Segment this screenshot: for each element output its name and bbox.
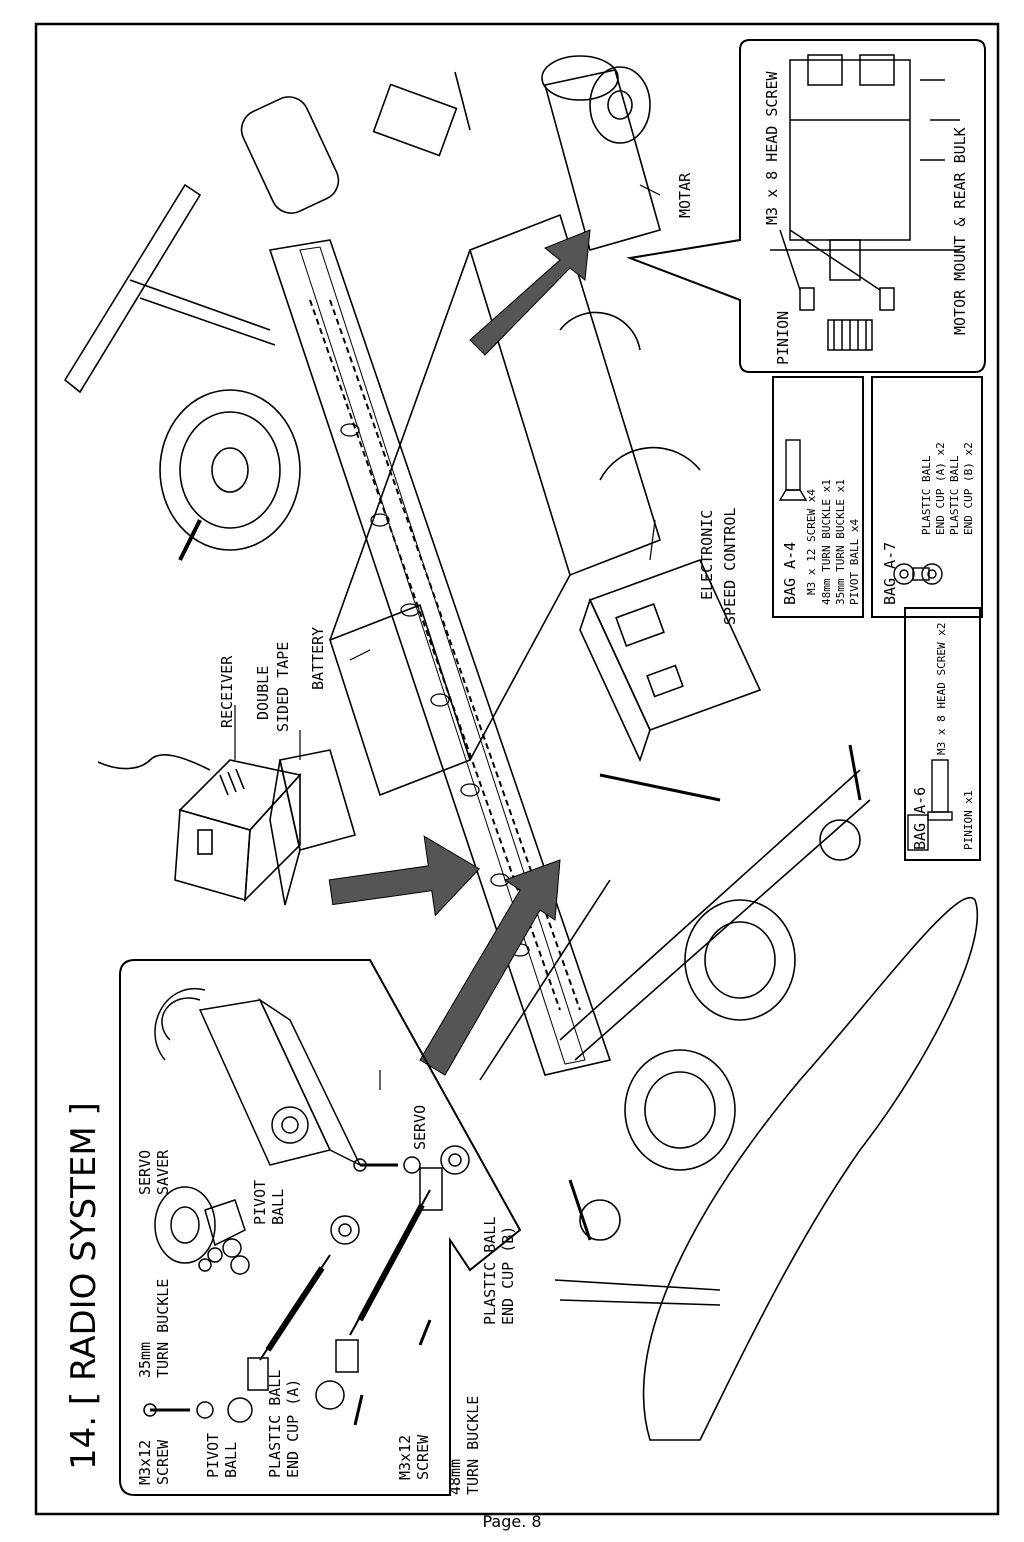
- label-sided-tape: SIDED TAPE: [274, 642, 292, 732]
- chassis-illustration: [63, 55, 979, 1441]
- label-motor-screw: M3 x 8 HEAD SCREW: [763, 71, 781, 225]
- label-receiver: RECEIVER: [218, 655, 236, 728]
- label-pivot-ball-right-1: PIVOT: [251, 1180, 269, 1225]
- install-arrows: [328, 229, 591, 1076]
- bag-a6-line-2: PINION x1: [962, 790, 975, 850]
- page-number: Page. 8: [482, 1512, 542, 1531]
- bag-a7-box: [871, 376, 983, 618]
- label-motor-mount: MOTOR MOUNT & REAR BULK: [951, 127, 969, 335]
- label-screw-left: SCREW: [154, 1439, 172, 1485]
- label-pivot-ball-left-2: BALL: [222, 1442, 240, 1478]
- label-35mm-turn-buckle: TURN BUCKLE: [154, 1279, 172, 1378]
- label-cup-b-1: PLASTIC BALL: [481, 1217, 499, 1325]
- bag-a4-title: BAG A-4: [781, 542, 799, 605]
- label-battery: BATTERY: [309, 627, 327, 690]
- label-48mm-turn-buckle: TURN BUCKLE: [464, 1396, 482, 1495]
- servo-body: [198, 999, 332, 1166]
- servo-inset: [119, 959, 522, 1496]
- label-servo-saver-2: SAVER: [154, 1149, 172, 1195]
- front-shock-left: [684, 899, 796, 1021]
- motor: [541, 55, 661, 251]
- bag-a4-line-1: M3 x 12 SCREW x4: [805, 489, 818, 595]
- page-frame: [34, 22, 1000, 1516]
- label-35mm: 35mm: [136, 1342, 154, 1378]
- servo-saver: [154, 1186, 216, 1264]
- bag-a6-title: BAG A-6: [911, 787, 929, 850]
- front-bumper: [642, 896, 979, 1441]
- double-sided-tape: [269, 749, 356, 906]
- label-cup-a-1: PLASTIC BALL: [266, 1370, 284, 1478]
- label-electronic: ELECTRONIC: [698, 510, 716, 600]
- receiver: [97, 754, 302, 903]
- bag-a6-line-1: M3 x 8 HEAD SCREW x2: [935, 623, 948, 755]
- label-motar: MOTAR: [676, 172, 694, 218]
- label-cup-b-2: END CUP (B): [499, 1226, 517, 1325]
- speed-control: [559, 311, 762, 763]
- bag-a7-line-1: PLASTIC BALL: [920, 455, 933, 535]
- bag-a7-line-4: END CUP (B) x2: [962, 442, 975, 535]
- bag-a4-line-2: 48mm TURN BUCKLE x1: [820, 479, 833, 605]
- bag-a4-line-3: 35mm TURN BUCKLE x1: [834, 479, 847, 605]
- bag-a4-line-4: PIVOT BALL x4: [848, 519, 861, 605]
- bag-boxes: [772, 376, 983, 861]
- leader-lines: [234, 184, 661, 1090]
- label-double: DOUBLE: [254, 666, 272, 720]
- bag-a7-line-3: PLASTIC BALL: [948, 455, 961, 535]
- bag-a7-line-2: END CUP (A) x2: [934, 442, 947, 535]
- chassis-plate: [268, 239, 612, 1076]
- label-pivot-ball-right-2: BALL: [269, 1189, 287, 1225]
- battery-pack: [329, 213, 661, 797]
- bag-a4-box: [772, 376, 864, 618]
- bag-a7-title: BAG A-7: [881, 542, 899, 605]
- spur-gear: [159, 389, 301, 551]
- label-cup-a-2: END CUP (A): [284, 1379, 302, 1478]
- label-servo-saver-1: SERVO: [136, 1150, 154, 1195]
- label-pivot-ball-left-1: PIVOT: [204, 1433, 222, 1478]
- front-shock-right: [624, 1049, 736, 1171]
- label-m3x12-mid: M3x12: [396, 1435, 414, 1480]
- bag-a6-box: [904, 607, 981, 861]
- section-title: 14. [ RADIO SYSTEM ]: [64, 1102, 104, 1470]
- rear-bumper: [63, 183, 202, 394]
- motor-detail-inset: [626, 39, 986, 373]
- label-speed-control: SPEED CONTROL: [721, 508, 739, 625]
- label-servo: SERVO: [411, 1105, 429, 1150]
- label-pinion: PINION: [774, 311, 792, 365]
- label-48mm: 48mm: [446, 1459, 464, 1495]
- label-m3x12-left: M3x12: [136, 1440, 154, 1485]
- label-screw-mid: SCREW: [414, 1434, 432, 1480]
- labels: 14. [ RADIO SYSTEM ] MOTAR ELECTRONIC SP…: [64, 71, 975, 1495]
